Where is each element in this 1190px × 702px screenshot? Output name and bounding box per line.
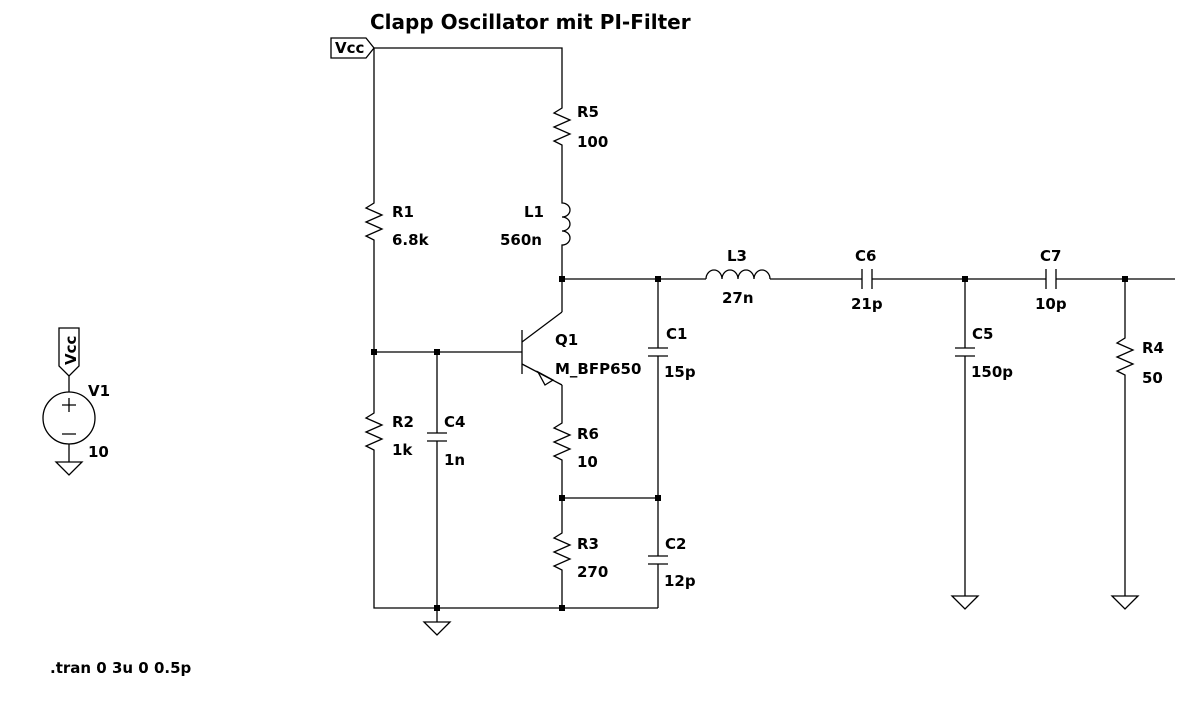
capacitor-c4: C4 1n [427,413,465,469]
l3-value: 27n [722,289,754,307]
junction [962,276,968,282]
r1-name: R1 [392,203,414,221]
ground-icon [1110,595,1140,610]
c1-name: C1 [666,325,687,343]
vcc-net-label: Vcc [330,37,375,59]
q1-value: M_BFP650 [555,360,641,378]
r2-value: 1k [392,441,413,459]
c2-value: 12p [664,572,696,590]
spice-directive: .tran 0 3u 0 0.5p [50,659,192,677]
junction [655,276,661,282]
l1-value: 560n [500,231,542,249]
r2-name: R2 [392,413,414,431]
v1-name: V1 [88,382,110,400]
wires [68,47,1175,622]
junction [434,605,440,611]
v1-value: 10 [88,443,109,461]
r4-name: R4 [1142,339,1164,357]
r5-name: R5 [577,103,599,121]
r1-value: 6.8k [392,231,430,249]
capacitor-c5: C5 150p [955,325,1013,381]
c4-value: 1n [444,451,465,469]
c5-value: 150p [971,363,1013,381]
vcc-net-label-text: Vcc [335,39,364,57]
resistor-r4: R4 50 [1115,330,1164,387]
junction [434,349,440,355]
c6-value: 21p [851,295,883,313]
inductor-l1: L1 560n [500,195,571,249]
resistor-r6: R6 10 [552,415,599,471]
ground-icon [422,621,452,636]
c7-value: 10p [1035,295,1067,313]
junction [559,495,565,501]
junction [559,276,565,282]
junction [371,349,377,355]
c7-name: C7 [1040,247,1061,265]
r5-value: 100 [577,133,608,151]
vcc-source-net-label-text: Vcc [62,336,80,365]
c5-name: C5 [972,325,993,343]
capacitor-c6: C6 21p [851,247,883,313]
junctions [371,276,1128,611]
ground-icon [54,461,84,476]
r3-name: R3 [577,535,599,553]
c2-name: C2 [665,535,686,553]
l3-name: L3 [727,247,747,265]
junction [559,605,565,611]
junction [1122,276,1128,282]
capacitor-c7: C7 10p [1035,247,1067,313]
junction [655,495,661,501]
r3-value: 270 [577,563,608,581]
c1-value: 15p [664,363,696,381]
r4-value: 50 [1142,369,1163,387]
resistor-r5: R5 100 [552,100,608,152]
ground-icon [950,595,980,610]
voltage-source-v1: Vcc V1 10 [42,327,110,461]
vcc-source-net-label [58,327,80,377]
r6-name: R6 [577,425,599,443]
q1-name: Q1 [555,331,578,349]
capacitor-c2: C2 12p [648,535,696,590]
resistor-r1: R1 6.8k [364,195,430,249]
transistor-q1: Q1 M_BFP650 [521,311,641,386]
resistor-r2: R2 1k [364,405,414,460]
r6-value: 10 [577,453,598,471]
resistor-r3: R3 270 [552,525,608,581]
schematic-title: Clapp Oscillator mit PI-Filter [370,10,691,34]
inductor-l3: L3 27n [705,247,771,307]
c6-name: C6 [855,247,876,265]
l1-name: L1 [524,203,544,221]
capacitor-c1: C1 15p [648,325,696,381]
c4-name: C4 [444,413,465,431]
